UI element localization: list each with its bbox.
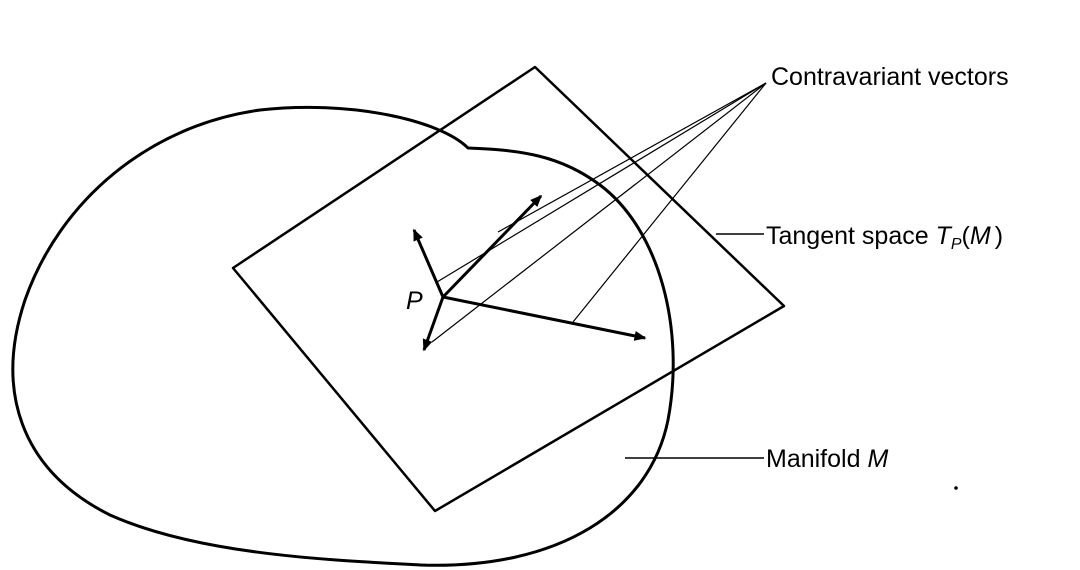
tangent-space-label: Tangent space TP(M) <box>766 222 1003 253</box>
leader-line-left-vector <box>431 82 767 343</box>
contravariant-vectors <box>412 194 647 352</box>
manifold-M: M <box>867 445 888 473</box>
manifold-label: Manifold M <box>766 445 888 473</box>
tangent-plane <box>231 65 786 513</box>
leader-line-right-vector <box>572 82 767 323</box>
contravariant-leader-lines <box>431 82 767 343</box>
vector-up-right <box>441 194 543 299</box>
point-label: P <box>406 287 423 315</box>
tangent-space-close-paren: ) <box>995 222 1003 250</box>
contravariant-vectors-label: Contravariant vectors <box>771 63 1009 91</box>
tangent-space-subscript: P <box>951 236 962 253</box>
manifold-outline <box>11 105 675 567</box>
leader-line-vertical-vector <box>436 82 767 283</box>
leader-line-upper-vector <box>497 82 767 233</box>
tangent-space-M: M <box>970 222 991 250</box>
tangent-space-T: T <box>936 222 953 250</box>
manifold-word: Manifold <box>766 445 867 473</box>
stray-dot <box>954 486 958 490</box>
vector-down-left <box>422 296 445 352</box>
vector-right <box>442 295 647 341</box>
vector-up-left <box>412 228 445 298</box>
tangent-space-word: Tangent space <box>766 222 936 250</box>
tangent-space-open-paren: ( <box>962 222 971 250</box>
